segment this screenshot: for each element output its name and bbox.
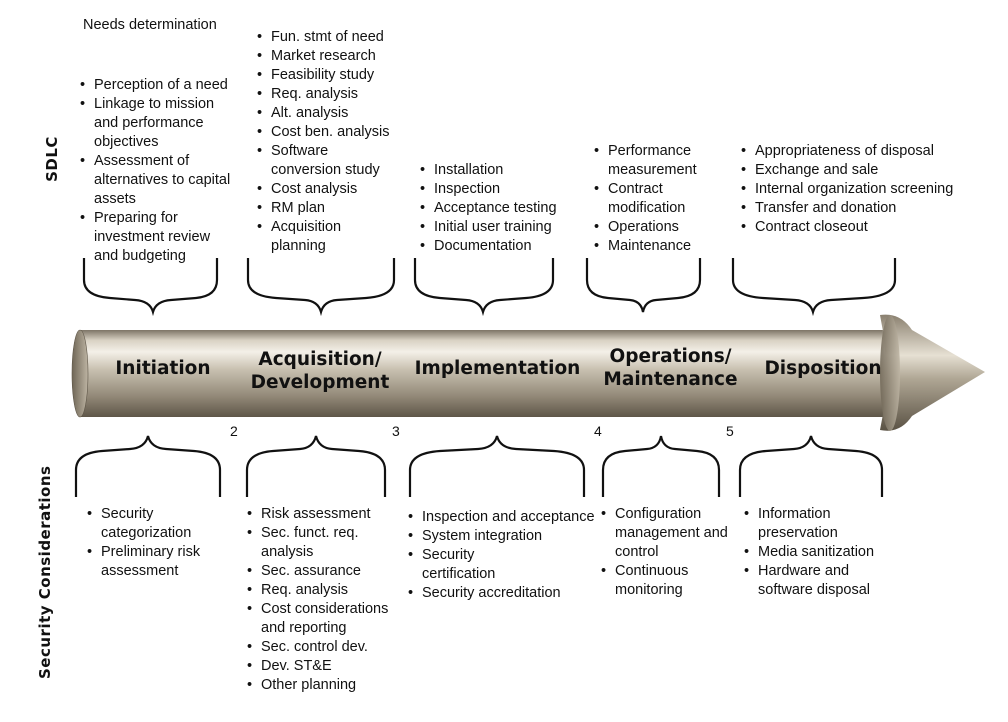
step-number: 5 [726,423,734,439]
list-item: Continuous monitoring [599,562,729,600]
list-item: Market research [255,47,395,66]
list-item: Contract closeout [739,218,959,237]
sdlc-initiation-list: Perception of a need Linkage to mission … [78,76,238,266]
list-item: Transfer and donation [739,199,959,218]
sdlc-operations-list: Performance measurement Contract modific… [592,142,712,256]
brace [585,258,702,313]
security-acquisition-list: Risk assessment Sec. funct. req. analysi… [245,505,390,695]
stage-line: Maintenance [603,369,738,390]
list-item: Contract modification [592,180,712,218]
arrow-shaft [80,330,890,417]
list-item: Operations [592,218,712,237]
list-item: System integration [406,527,596,546]
step-number: 4 [594,423,602,439]
arrow-head [880,314,985,431]
stage-disposition: Disposition [764,358,882,379]
brace [245,435,387,497]
list-item: Security certification [406,546,522,584]
list-item: Acquisition planning [255,218,395,256]
security-implementation-list: Inspection and acceptance System integra… [406,508,596,603]
list-item: Alt. analysis [255,104,395,123]
list-item: Sec. assurance [245,562,390,581]
stage-line: Operations/ [609,346,732,367]
list-item: Media sanitization [742,543,882,562]
list-item: Internal organization screening [739,180,959,199]
stage-implementation: Implementation [414,358,581,379]
security-operations-list: Configuration management and control Con… [599,505,729,600]
list-item: Preparing for investment review and budg… [78,209,238,266]
stage-operations-maintenance: Operations/ Maintenance [598,345,743,391]
list-item: Cost considerations and reporting [245,600,390,638]
arrow-tail-cap [71,329,89,418]
list-item: Sec. funct. req. analysis [245,524,390,562]
bottom-braces [74,435,884,497]
list-item: Linkage to mission and performance objec… [78,95,238,152]
list-item: Inspection [418,180,578,199]
brace [246,258,396,317]
step-number: 2 [230,423,238,439]
brace [413,258,555,317]
list-item: Installation [418,161,578,180]
list-item: Information preservation [742,505,882,543]
list-item: Hardware and software disposal [742,562,882,600]
list-item: Req. analysis [255,85,395,104]
list-item: Other planning [245,676,390,695]
brace [74,435,222,497]
top-braces [82,258,897,317]
brace [601,435,721,497]
list-item: Appropriateness of disposal [739,142,959,161]
list-item: Exchange and sale [739,161,959,180]
list-item: Preliminary risk assessment [85,543,215,581]
step-number: 3 [392,423,400,439]
list-item: Feasibility study [255,66,395,85]
list-item: Configuration management and control [599,505,729,562]
list-item: Security categorization [85,505,215,543]
list-item: Req. analysis [245,581,390,600]
sdlc-disposition-list: Appropriateness of disposal Exchange and… [739,142,959,237]
list-item: Performance measurement [592,142,712,180]
sdlc-acquisition-list: Fun. stmt of need Market research Feasib… [255,28,395,256]
brace [731,258,897,317]
list-item: Assessment of alternatives to capital as… [78,152,238,209]
brace [82,258,219,317]
list-item: Documentation [418,237,578,256]
stage-initiation: Initiation [115,358,211,379]
list-item: Acceptance testing [418,199,578,218]
brace [738,435,884,497]
list-item: Cost analysis [255,180,395,199]
list-item: Initial user training [418,218,578,237]
list-item: Risk assessment [245,505,390,524]
list-item: Perception of a need [78,76,238,95]
list-item: Fun. stmt of need [255,28,395,47]
list-item: RM plan [255,199,395,218]
arrow-head-collar [880,315,900,431]
list-item: Software conversion study [255,142,395,180]
sdlc-implementation-list: Installation Inspection Acceptance testi… [418,161,578,256]
brace [408,435,586,497]
list-item: Cost ben. analysis [255,123,395,142]
list-item: Inspection and acceptance [406,508,596,527]
security-initiation-list: Security categorization Preliminary risk… [85,505,215,581]
stage-line: Development [250,372,390,393]
security-disposition-list: Information preservation Media sanitizat… [742,505,882,600]
stage-line: Acquisition/ [258,349,382,370]
list-item: Dev. ST&E [245,657,390,676]
list-item: Maintenance [592,237,712,256]
list-item: Security accreditation [406,584,596,603]
list-item: Sec. control dev. [245,638,390,657]
needs-determination-heading: Needs determination [83,17,217,33]
stage-acquisition-development: Acquisition/ Development [245,348,395,394]
